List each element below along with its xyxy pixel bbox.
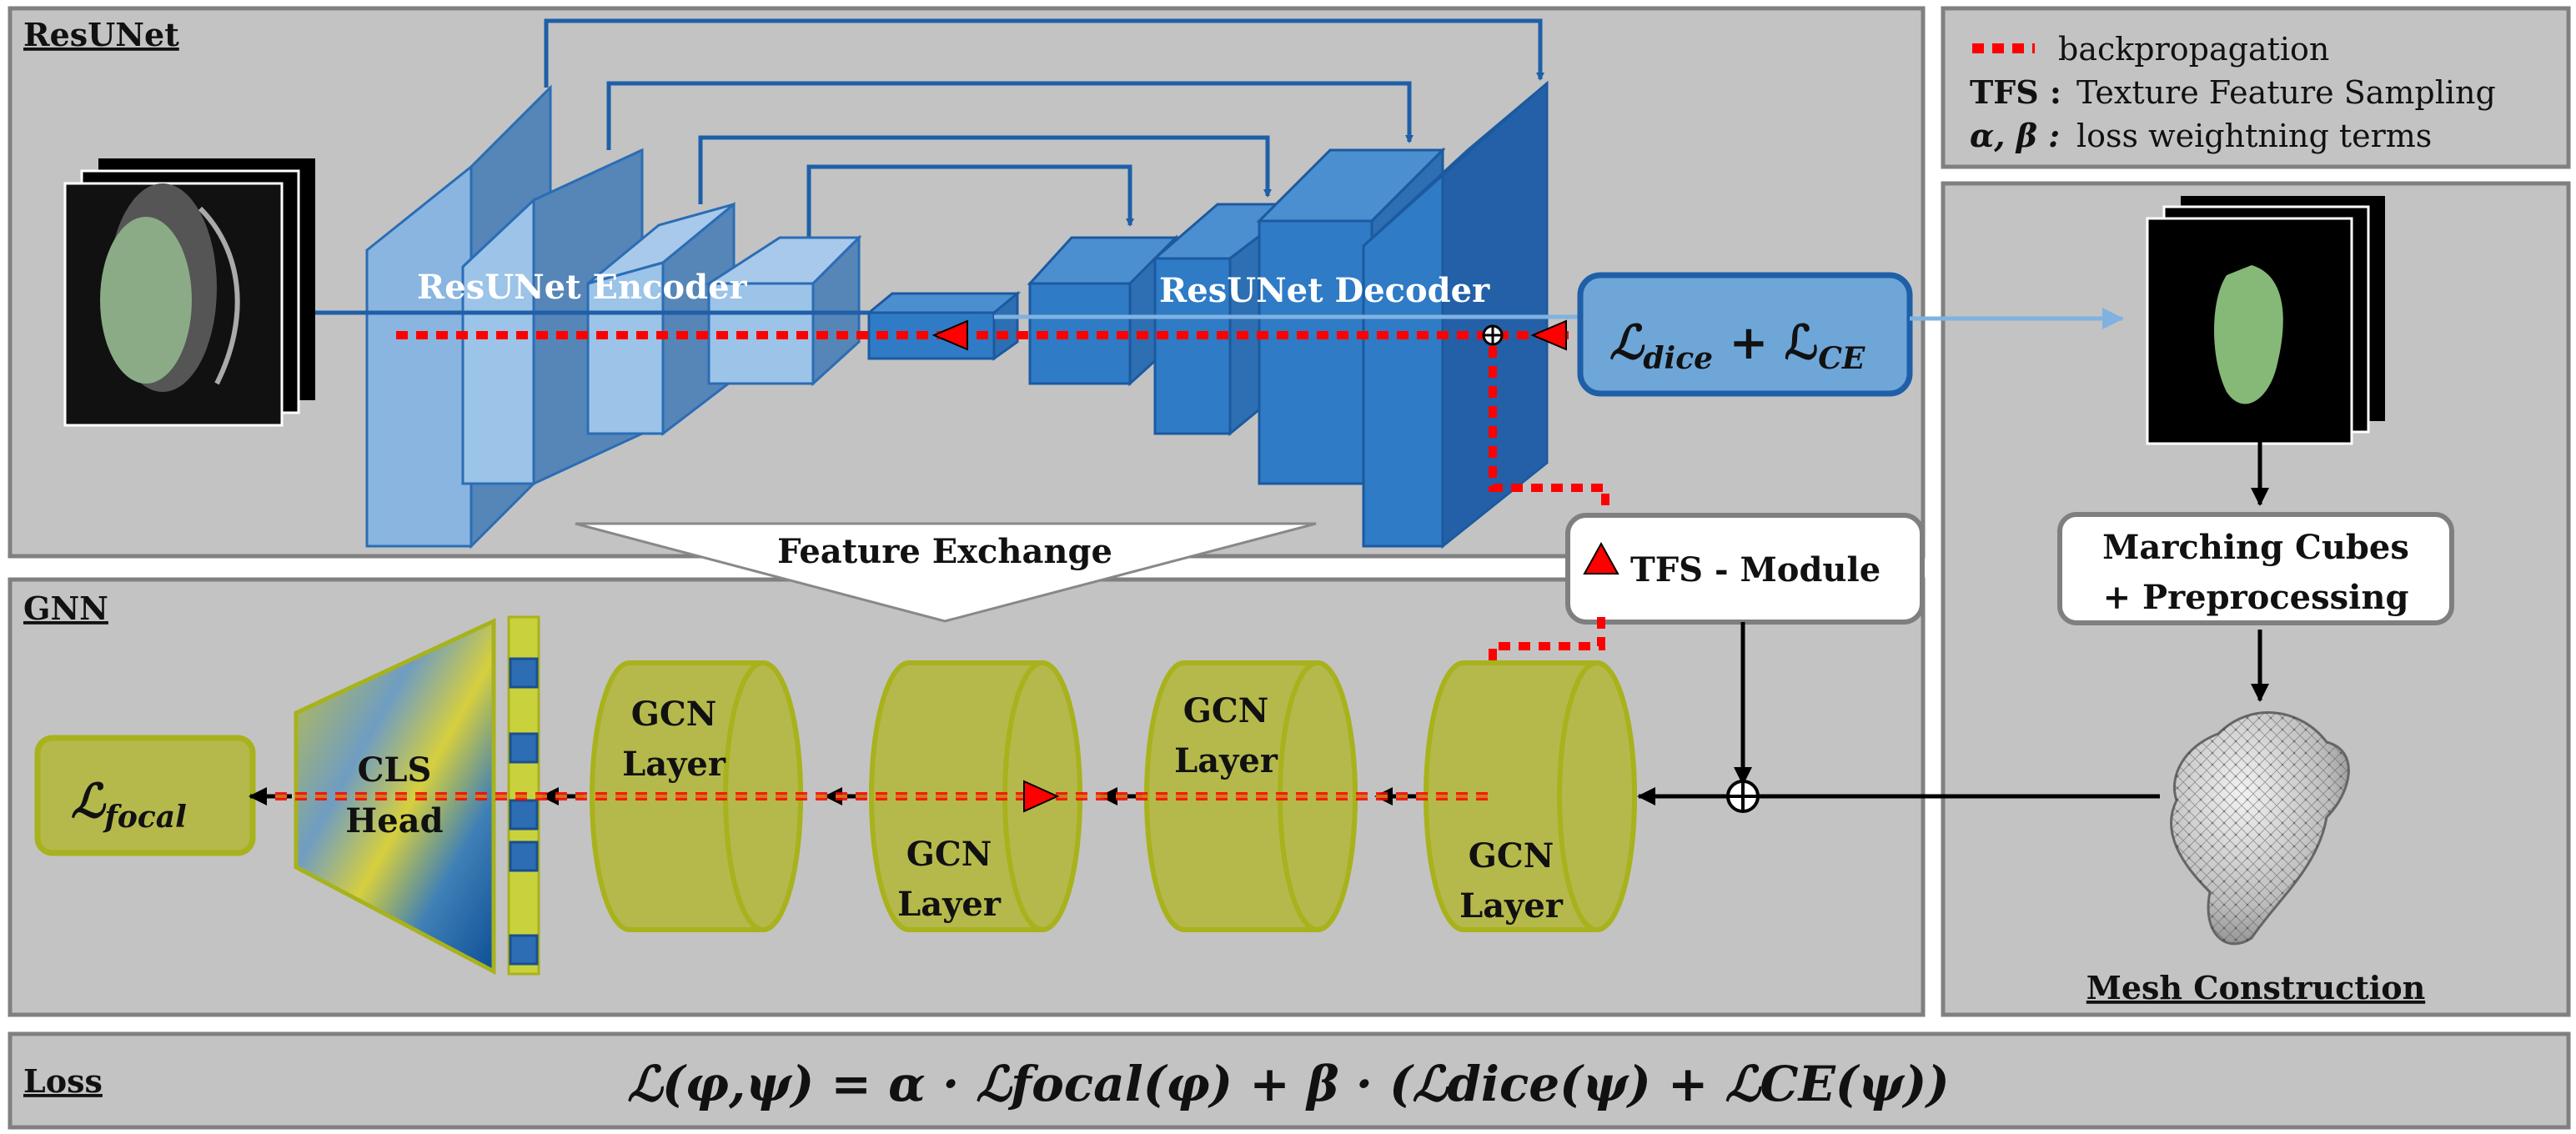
skip-connections bbox=[544, 18, 1544, 238]
encoder-label: ResUNet Encoder bbox=[417, 268, 748, 307]
focal-loss-L: ℒ bbox=[71, 774, 107, 829]
legend-tfs-def: Texture Feature Sampling bbox=[2076, 74, 2496, 111]
marching-cubes-box: Marching Cubes + Preprocessing bbox=[2057, 512, 2454, 625]
gcn-4-line2: Layer bbox=[1459, 886, 1564, 926]
resunet-backprop bbox=[396, 319, 1609, 521]
mesh-panel-title: Mesh Construction bbox=[2086, 969, 2425, 1006]
gnn-merge-plus-icon bbox=[1726, 780, 1760, 813]
gcn-layer-4: GCN Layer bbox=[1424, 660, 1637, 932]
legend-alpha-beta-def: loss weightning terms bbox=[2076, 118, 2432, 154]
feature-exchange-label: Feature Exchange bbox=[777, 532, 1112, 571]
gnn-backprop-arrowhead bbox=[1023, 780, 1060, 813]
marching-cubes-line2: + Preprocessing bbox=[2103, 578, 2409, 617]
seg-loss-L1: ℒ bbox=[1609, 315, 1645, 370]
cls-head: CLS Head bbox=[294, 618, 496, 976]
decoder-label: ResUNet Decoder bbox=[1159, 271, 1490, 310]
seg-loss-dice-sub: dice bbox=[1643, 341, 1713, 376]
legend-alpha-beta: α, β : bbox=[1970, 117, 2060, 154]
mask-segment bbox=[2214, 265, 2283, 404]
tfs-module: TFS - Module bbox=[1565, 513, 1925, 625]
encoder-block-3 bbox=[586, 201, 736, 437]
seg-loss-plus: + ℒ bbox=[1713, 315, 1818, 370]
gcn-2-line2: Layer bbox=[897, 885, 1002, 924]
gcn-1-line1: GCN bbox=[631, 695, 717, 734]
seg-loss-ce-sub: CE bbox=[1818, 341, 1865, 376]
gcn-1-line2: Layer bbox=[622, 745, 726, 784]
bottleneck-block bbox=[865, 290, 1022, 361]
3d-mesh bbox=[2170, 711, 2350, 946]
resunet-encoder bbox=[365, 84, 862, 549]
focal-loss-sub: focal bbox=[102, 800, 186, 835]
loss-panel-title: Loss bbox=[23, 1062, 103, 1100]
loss-formula: ℒ(φ,ψ) = α · ℒfocal(φ) + β · (ℒdice(ψ) +… bbox=[627, 1056, 1949, 1112]
backprop-arrowhead-2 bbox=[1530, 319, 1567, 351]
tfs-module-label: TFS - Module bbox=[1630, 550, 1881, 590]
cls-head-line1: CLS bbox=[358, 750, 432, 790]
gcn-3-line2: Layer bbox=[1174, 741, 1278, 780]
segmentation-mask-stack bbox=[2146, 196, 2385, 445]
svg-text:ℒfocal: ℒfocal bbox=[71, 774, 187, 835]
gcn-2-line1: GCN bbox=[906, 835, 992, 874]
gnn-flow bbox=[249, 780, 1493, 813]
segmentation-loss-box: ℒdice + ℒCE bbox=[1577, 272, 1913, 397]
backprop-arrowhead-1 bbox=[931, 319, 968, 351]
focal-loss-box: ℒfocal bbox=[34, 735, 256, 856]
input-mri-stack bbox=[63, 158, 315, 427]
cls-head-line2: Head bbox=[345, 801, 443, 840]
gnn-panel-title: GNN bbox=[23, 590, 108, 627]
resunet-decoder bbox=[1027, 80, 1549, 549]
feature-exchange-triangle: Feature Exchange bbox=[575, 522, 1317, 623]
resunet-panel-title: ResUNet bbox=[23, 16, 179, 53]
svg-text:ℒdice + ℒCE: ℒdice + ℒCE bbox=[1609, 315, 1865, 376]
loss-panel bbox=[8, 1031, 2571, 1130]
tfs-backprop-arrowhead bbox=[1583, 541, 1619, 575]
gcn-3-line1: GCN bbox=[1183, 691, 1269, 730]
marching-cubes-line1: Marching Cubes bbox=[2102, 528, 2409, 567]
gcn-4-line1: GCN bbox=[1469, 836, 1554, 876]
legend-tfs-abbr: TFS : bbox=[1970, 73, 2061, 111]
legend-backprop-text: backpropagation bbox=[2058, 31, 2329, 68]
tfs-backprop-path bbox=[1489, 617, 1605, 796]
legend-panel bbox=[1941, 6, 2571, 169]
